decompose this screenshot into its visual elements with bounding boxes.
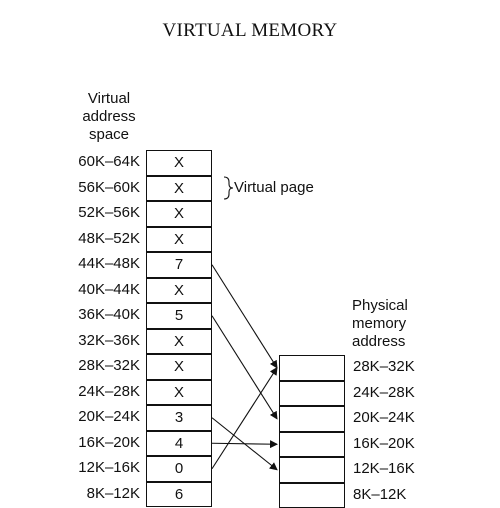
virtual-page-brace: [224, 177, 233, 199]
mapping-arrow: [212, 265, 277, 368]
virtual-page-label: Virtual page: [234, 179, 314, 196]
mapping-arrow: [212, 443, 277, 444]
mapping-arrow: [212, 316, 277, 419]
mapping-arrows: [0, 0, 500, 493]
mapping-arrow: [212, 368, 277, 469]
